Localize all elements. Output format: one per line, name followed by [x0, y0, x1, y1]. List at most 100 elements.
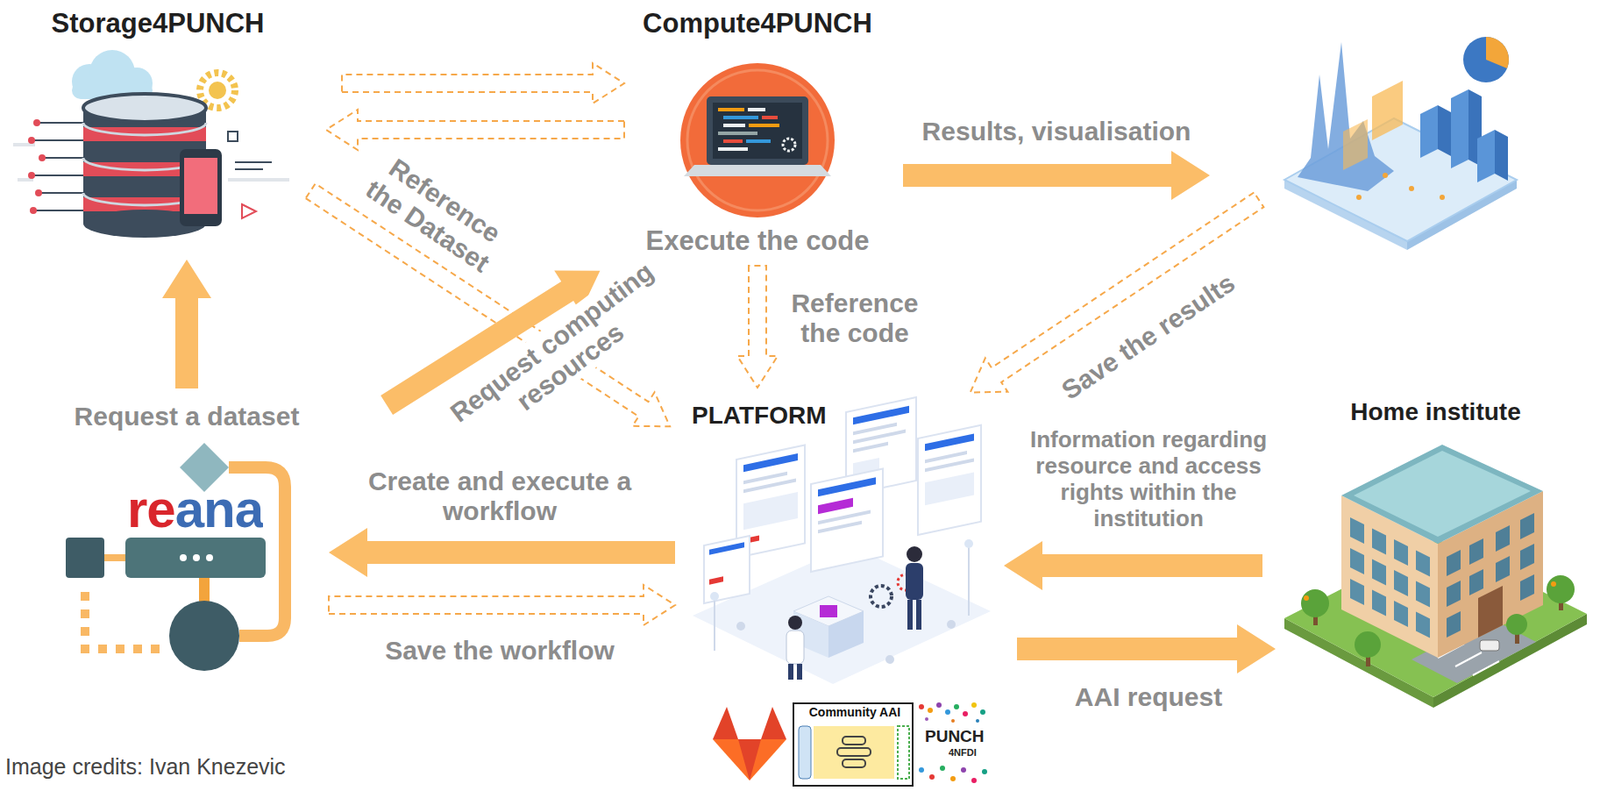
- illustration-part: [1303, 581, 1557, 601]
- illustration-part: [1350, 517, 1430, 639]
- logo-caption: Community AAI: [793, 704, 917, 719]
- illustration-part: [150, 644, 160, 654]
- illustration-part: [1350, 517, 1365, 544]
- illustration-part: [184, 157, 218, 214]
- illustration-part: [31, 122, 84, 211]
- illustration-part: [798, 725, 811, 779]
- illustration-part: [967, 545, 970, 616]
- illustration-part: [1393, 539, 1408, 566]
- illustration-part: [916, 599, 922, 630]
- illustration-part: [1455, 652, 1482, 667]
- illustration-part: [810, 469, 883, 572]
- illustration-part: [980, 709, 986, 715]
- platform-illustration: [688, 396, 996, 689]
- illustration-part: [936, 702, 942, 708]
- illustration-part: [38, 154, 46, 162]
- illustration-part: [1356, 194, 1362, 200]
- illustration-part: [714, 545, 969, 651]
- illustration-part: [71, 49, 153, 100]
- illustration-part: [810, 469, 883, 572]
- illustration-part: [747, 107, 766, 112]
- illustration-part: [1446, 512, 1535, 654]
- illustration-part: [29, 206, 37, 214]
- illustration-part: [1479, 640, 1500, 651]
- illustration-part: [924, 433, 975, 451]
- illustration-part: [1343, 119, 1368, 171]
- illustration-part: [746, 139, 771, 143]
- illustration-part: [1446, 611, 1461, 638]
- illustration-part: [718, 107, 780, 151]
- illustration-part: [1372, 80, 1403, 141]
- illustration-part: [1477, 129, 1495, 183]
- flow-label: Results, visualisation: [895, 115, 1218, 149]
- illustration-part: [713, 597, 716, 651]
- illustration-part: [192, 554, 200, 562]
- illustration-part: [796, 663, 803, 680]
- illustration-part: [718, 131, 758, 136]
- platform-heading: PLATFORM: [691, 401, 826, 430]
- institute-illustration: [1280, 394, 1592, 719]
- illustration-part: [83, 122, 207, 136]
- illustration-part: [208, 81, 227, 100]
- illustration-part: [709, 576, 724, 584]
- illustration-part: [206, 554, 214, 562]
- illustration-part: [939, 765, 946, 771]
- illustration-part: [1372, 590, 1387, 617]
- illustration-part: [65, 537, 105, 578]
- illustration-part: [1350, 578, 1365, 605]
- illustration-part: [951, 718, 955, 723]
- illustration-part: [712, 739, 787, 781]
- home-institute: Home institute: [1280, 394, 1592, 719]
- illustration-part: [1472, 661, 1500, 676]
- illustration-part: [946, 619, 956, 629]
- illustration-part: [736, 619, 956, 664]
- illustration-part: [199, 577, 210, 605]
- illustration-part: [718, 107, 745, 112]
- illustration-part: [718, 147, 748, 151]
- illustration-part: [1446, 580, 1461, 607]
- illustration-part: [28, 136, 36, 144]
- illustration-part: [1341, 444, 1544, 544]
- dashed-flow-arrow: [326, 109, 625, 150]
- illustration-part: [924, 457, 975, 472]
- illustration-part: [1486, 36, 1509, 69]
- illustration-part: [1550, 581, 1557, 587]
- flow-label: Request a dataset: [51, 400, 322, 434]
- illustration-part: [179, 554, 187, 562]
- illustration-part: [819, 604, 838, 618]
- illustration-part: [1494, 129, 1508, 181]
- illustration-part: [712, 706, 739, 740]
- illustration-part: [1301, 575, 1575, 658]
- illustration-part: [723, 115, 759, 120]
- results-visualisation: [1262, 26, 1526, 250]
- illustration-part: [28, 119, 46, 214]
- illustration-part: [927, 707, 933, 713]
- flow-label: Reference the code: [781, 287, 929, 350]
- illustration-part: [853, 441, 889, 454]
- illustration-part: [31, 174, 84, 177]
- illustration-part: [709, 541, 745, 555]
- illustration-part: [842, 736, 866, 745]
- illustration-part: [1354, 631, 1381, 658]
- illustration-part: [710, 591, 719, 601]
- illustration-part: [837, 747, 871, 756]
- illustration-part: [813, 725, 895, 779]
- platform-node: PLATFORM: [688, 396, 996, 689]
- illustration-part: [924, 471, 975, 505]
- flow-arrow: [1003, 540, 1263, 591]
- illustration-part: [971, 702, 977, 708]
- reana-illustration: [65, 442, 320, 676]
- illustration-part: [853, 429, 906, 445]
- illustration-part: [80, 591, 160, 654]
- illustration-part: [80, 591, 90, 601]
- dashed-flow-arrow: [737, 265, 778, 388]
- illustration-part: [1372, 528, 1387, 555]
- illustration-part: [83, 93, 207, 122]
- illustration-part: [897, 725, 910, 779]
- illustration-part: [918, 704, 925, 710]
- institute-heading: Home institute: [1350, 398, 1521, 427]
- illustration-part: [1415, 550, 1430, 577]
- illustration-part: [981, 768, 988, 775]
- illustration-part: [885, 654, 895, 664]
- illustration-part: [104, 554, 126, 562]
